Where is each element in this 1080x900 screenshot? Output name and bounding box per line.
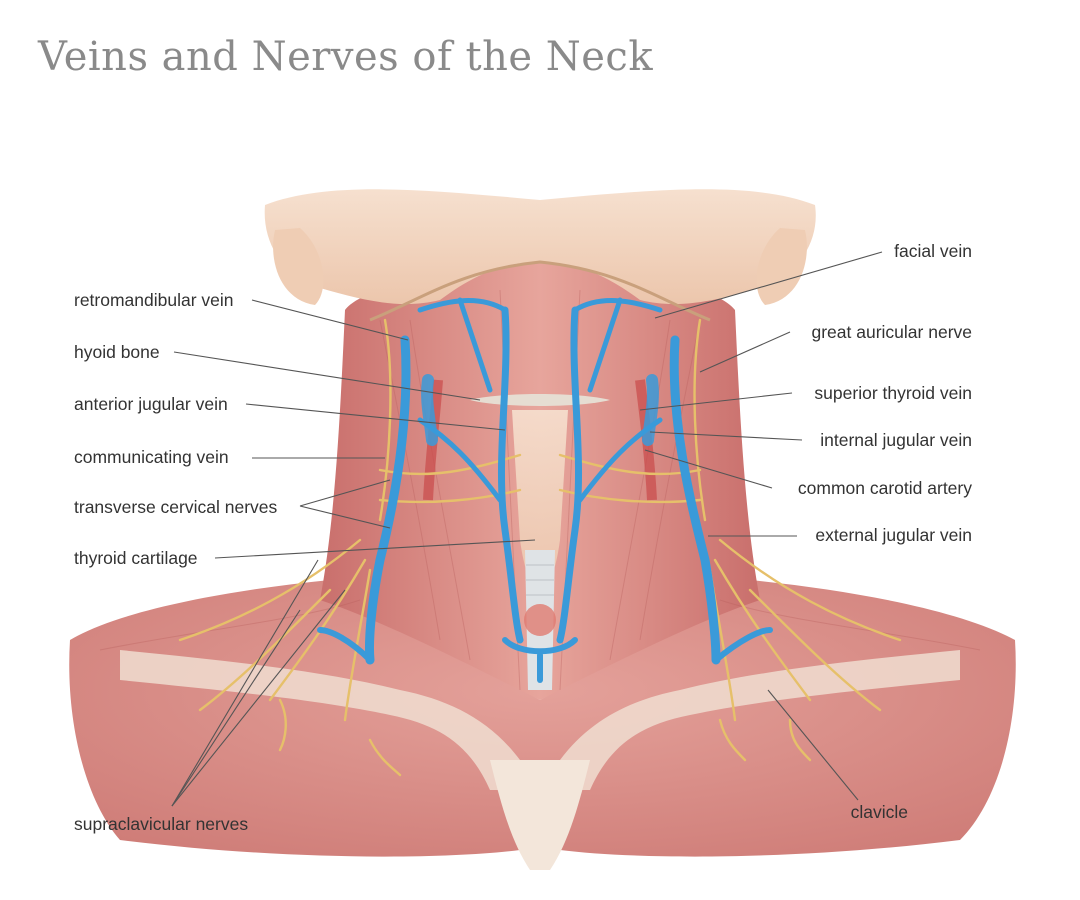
label-thyroid-cartilage: thyroid cartilage bbox=[74, 548, 198, 568]
leader-lines bbox=[171, 251, 883, 807]
label-supraclavicular-nerves: supraclavicular nerves bbox=[74, 814, 249, 834]
shoulder-muscles bbox=[69, 580, 1016, 857]
veins bbox=[317, 297, 773, 683]
label-retromandibular-vein: retromandibular vein bbox=[74, 290, 234, 310]
thyroid-gland bbox=[524, 604, 556, 636]
label-anterior-jugular-vein: anterior jugular vein bbox=[74, 394, 228, 414]
label-clavicle: clavicle bbox=[850, 802, 908, 822]
right-ear bbox=[756, 228, 807, 305]
label-external-jugular-vein: external jugular vein bbox=[815, 525, 972, 545]
sternum bbox=[490, 760, 590, 870]
diagram-title: Veins and Nerves of the Neck bbox=[38, 34, 654, 80]
left-ear bbox=[273, 228, 324, 305]
label-superior-thyroid-vein: superior thyroid vein bbox=[814, 383, 972, 403]
label-communicating-vein: communicating vein bbox=[74, 447, 229, 467]
label-facial-vein: facial vein bbox=[894, 241, 972, 261]
head-skin bbox=[264, 189, 816, 305]
clavicle-bone bbox=[120, 650, 960, 790]
trachea-rings bbox=[526, 564, 554, 596]
label-transverse-cervical-nerves: transverse cervical nerves bbox=[74, 497, 278, 517]
mandible-line bbox=[369, 260, 711, 322]
label-internal-jugular-vein: internal jugular vein bbox=[820, 430, 972, 450]
label-hyoid-bone: hyoid bone bbox=[74, 342, 160, 362]
label-common-carotid-artery: common carotid artery bbox=[797, 478, 972, 498]
label-great-auricular-nerve: great auricular nerve bbox=[811, 322, 973, 342]
